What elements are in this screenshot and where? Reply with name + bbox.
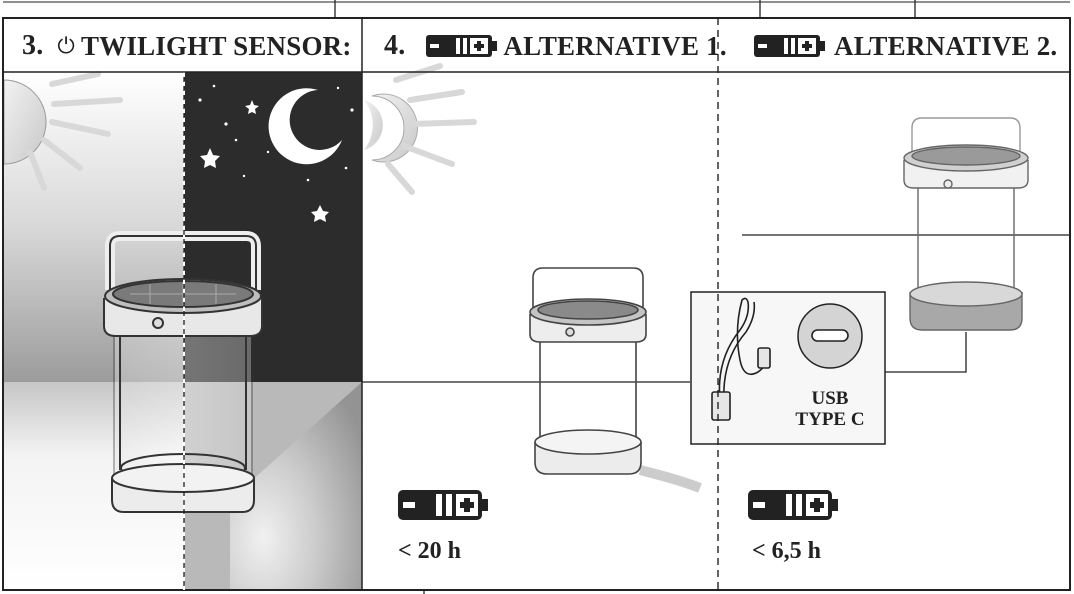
lantern-illustration-alt2 <box>903 117 1029 331</box>
header-alternative-1: 4. ALTERNATIVE 1. <box>384 18 727 74</box>
lantern-illustration-alt1 <box>529 267 702 493</box>
header-title: ALTERNATIVE 2. <box>834 30 1058 61</box>
stars <box>198 84 354 222</box>
sun-icon-alt1 <box>364 63 477 195</box>
usb-label-line2: TYPE C <box>795 409 865 430</box>
header-alternative-2: ALTERNATIVE 2. <box>754 18 1057 74</box>
usb-type-c-label: USB TYPE C <box>780 388 880 430</box>
usb-cable-icon <box>711 297 771 421</box>
runtime-alt2: < 6,5 h <box>752 538 822 564</box>
power-icon: ⏻ <box>57 33 76 58</box>
sun-icon <box>3 71 123 191</box>
header-title: TWILIGHT SENSOR: <box>81 30 352 61</box>
usb-c-port-icon <box>797 303 863 369</box>
step-number: 3. <box>22 30 44 61</box>
leader-line-usb <box>885 332 967 373</box>
header-battery-icon-alt1 <box>426 35 497 57</box>
battery-icon-alt2 <box>748 490 838 520</box>
header-twilight-sensor: 3. ⏻ TWILIGHT SENSOR: <box>22 18 352 74</box>
night-scene <box>184 72 362 590</box>
usb-label-line1: USB <box>811 388 849 409</box>
header-battery-icon-alt2 <box>754 35 825 57</box>
moon-icon <box>268 88 342 165</box>
header-title: ALTERNATIVE 1. <box>503 30 727 61</box>
step-number: 4. <box>384 30 406 61</box>
battery-icon-alt1 <box>398 490 488 520</box>
runtime-alt1: < 20 h <box>398 538 462 564</box>
